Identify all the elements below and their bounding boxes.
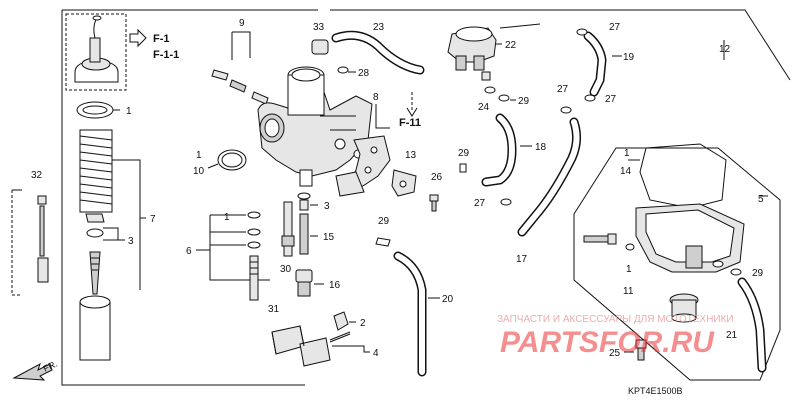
callout-14: 14 (620, 166, 632, 177)
needle-retainer-clip (85, 213, 105, 238)
callout-20: 20 (442, 294, 454, 305)
callout-33: 33 (313, 22, 325, 33)
clip-29-c (459, 163, 467, 173)
callout-29-d: 29 (752, 268, 764, 279)
callout-4: 4 (373, 348, 379, 359)
callout-9: 9 (239, 18, 245, 29)
screw-25 (635, 339, 647, 361)
callout-18: 18 (535, 142, 547, 153)
air-screw-set (211, 69, 269, 105)
callout-15: 15 (323, 232, 335, 243)
callout-27-c: 27 (557, 84, 569, 95)
drain-plug (669, 293, 699, 323)
clip-27-a (576, 28, 588, 36)
callout-2: 2 (360, 318, 366, 329)
hose-17 (517, 117, 582, 237)
callout-6: 6 (186, 246, 192, 257)
bolt-25-top (481, 71, 491, 81)
callout-31: 31 (268, 304, 280, 315)
callout-27-b: 27 (605, 94, 617, 105)
callout-12: 12 (719, 44, 731, 55)
watermark-text: ЗАПЧАСТИ И АКСЕССУАРЫ ДЛЯ МОТОТЕХНИКИ (497, 314, 734, 325)
callout-3-b: 3 (324, 201, 330, 212)
throttle-valve-slide (79, 295, 111, 361)
callout-10: 10 (193, 166, 205, 177)
callout-23: 23 (373, 22, 385, 33)
rubber-cap (311, 39, 329, 55)
callout-24: 24 (478, 102, 490, 113)
pilot-screw (37, 195, 49, 283)
callout-25: 25 (609, 348, 621, 359)
o-ring (76, 101, 114, 119)
clip-27-d (500, 198, 512, 206)
callout-5: 5 (758, 194, 764, 205)
main-jet-set (247, 211, 261, 301)
callout-28: 28 (358, 68, 370, 79)
callout-29-c: 29 (458, 148, 470, 159)
clip-29-b (498, 94, 510, 102)
callout-27-d: 27 (474, 198, 486, 209)
callout-27-a: 27 (609, 22, 621, 33)
callout-26: 26 (431, 172, 443, 183)
clip-24 (484, 86, 496, 94)
clip-27-b (584, 94, 596, 102)
front-marker-label: FR. (42, 359, 59, 374)
callout-29-a: 29 (378, 216, 390, 227)
jet-needle (89, 251, 101, 295)
float-valve (333, 311, 349, 331)
bracket-plate (335, 171, 365, 197)
tube-clip-28 (337, 66, 349, 74)
slow-jet (297, 192, 311, 255)
callout-21: 21 (726, 330, 738, 341)
callout-1-a: 1 (126, 106, 132, 117)
callout-30: 30 (280, 264, 292, 275)
float-chamber-gasket (639, 143, 727, 209)
callout-8: 8 (373, 92, 379, 103)
float-chamber-frame (573, 147, 781, 381)
callout-1-d: 1 (624, 148, 630, 159)
callout-32: 32 (31, 170, 43, 181)
ref-f1-1: F-1-1 (153, 49, 179, 61)
watermark-logo: PARTSFOR.RU (500, 326, 715, 359)
callout-1-c: 1 (224, 212, 230, 223)
callout-3-a: 3 (128, 236, 134, 247)
callout-29-b: 29 (518, 96, 530, 107)
float (271, 325, 351, 367)
bolt-26 (429, 194, 439, 212)
needle-jet (281, 201, 295, 257)
air-cut-valve (447, 26, 497, 71)
callout-17: 17 (516, 254, 528, 265)
callout-13: 13 (405, 150, 417, 161)
drain-screw (583, 233, 635, 251)
cap-inset-box (65, 13, 127, 91)
ref-f1: F-1 (153, 33, 170, 45)
mounting-o-ring (217, 149, 247, 171)
needle-jet-holder (295, 269, 313, 297)
carburetor-body (257, 66, 373, 187)
cable-holder (391, 169, 417, 197)
callout-7: 7 (150, 214, 156, 225)
clip-27-c (560, 106, 572, 114)
callout-16: 16 (329, 280, 341, 291)
ref-f11: F-11 (399, 117, 421, 129)
callout-1-e: 1 (626, 264, 632, 275)
callout-11: 11 (623, 286, 634, 297)
diagram-code: KPT4E1500B (628, 386, 683, 396)
callout-19: 19 (623, 52, 635, 63)
front-arrow-icon (12, 362, 53, 381)
callout-1-b: 1 (196, 150, 202, 161)
arrow-icon (129, 28, 147, 48)
clip-29-a (375, 237, 391, 247)
throttle-spring (79, 129, 113, 213)
float-bowl-cap (74, 15, 119, 83)
callout-22: 22 (505, 40, 517, 51)
float-chamber (635, 203, 745, 273)
clip-29-d (712, 260, 742, 276)
main-group-frame (61, 9, 791, 386)
